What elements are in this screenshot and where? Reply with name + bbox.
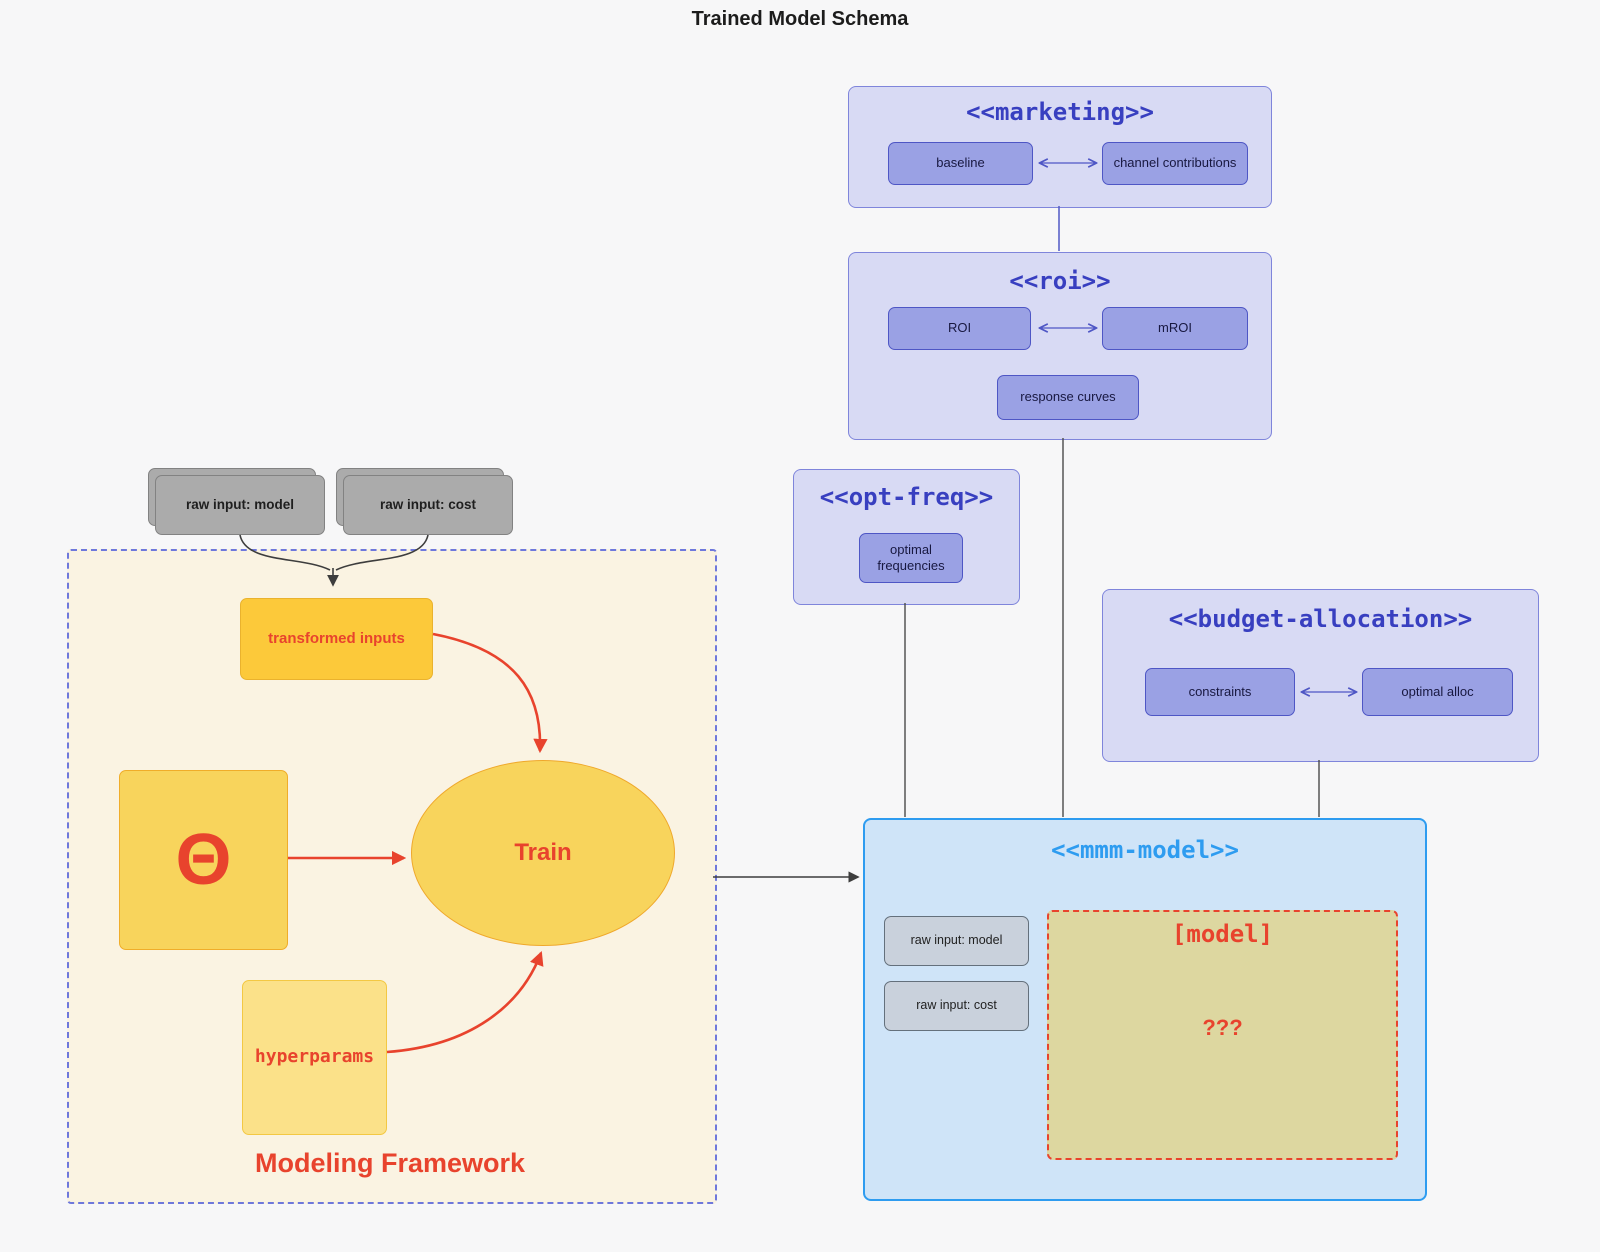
node-theta: Θ xyxy=(112,763,288,950)
node-optimal-frequencies: optimal frequencies xyxy=(852,526,963,583)
node-raw-input-cost: raw input: cost xyxy=(877,974,1029,1031)
node-roi: ROI xyxy=(881,300,1031,350)
model-label: [model] xyxy=(1171,920,1274,948)
node-train-label: Train xyxy=(514,839,572,866)
node-optimal-alloc: optimal alloc xyxy=(1355,661,1513,716)
node-train: Train xyxy=(411,760,675,946)
node-raw-input-cost-top: raw input: cost xyxy=(336,468,513,535)
modeling-framework-label: Modeling Framework xyxy=(254,1148,526,1178)
node-response-curves: response curves xyxy=(990,368,1139,420)
node-raw-input-model-top: raw input: model xyxy=(148,468,325,535)
node-hyperparams: hyperparams xyxy=(235,973,387,1135)
node-transformed-inputs: transformed inputs xyxy=(233,591,433,680)
group-roi-title: <<roi>> xyxy=(1009,267,1111,295)
group-mmm-model-title: <<mmm-model>> xyxy=(1051,836,1239,864)
diagram-title: Trained Model Schema xyxy=(691,8,909,30)
model-unknown-text: ??? xyxy=(1202,1015,1243,1040)
group-budget-allocation-title: <<budget-allocation>> xyxy=(1168,605,1473,633)
node-baseline: baseline xyxy=(881,135,1033,185)
node-constraints: constraints xyxy=(1138,661,1295,716)
node-raw-input-model: raw input: model xyxy=(877,909,1029,966)
node-mroi: mROI xyxy=(1095,300,1248,350)
model-placeholder-box: [model] ??? xyxy=(1047,910,1398,1160)
node-channel-contributions: channel contributions xyxy=(1095,135,1248,185)
group-marketing-title: <<marketing>> xyxy=(966,98,1154,126)
group-opt-freq-title: <<opt-freq>> xyxy=(819,483,994,511)
